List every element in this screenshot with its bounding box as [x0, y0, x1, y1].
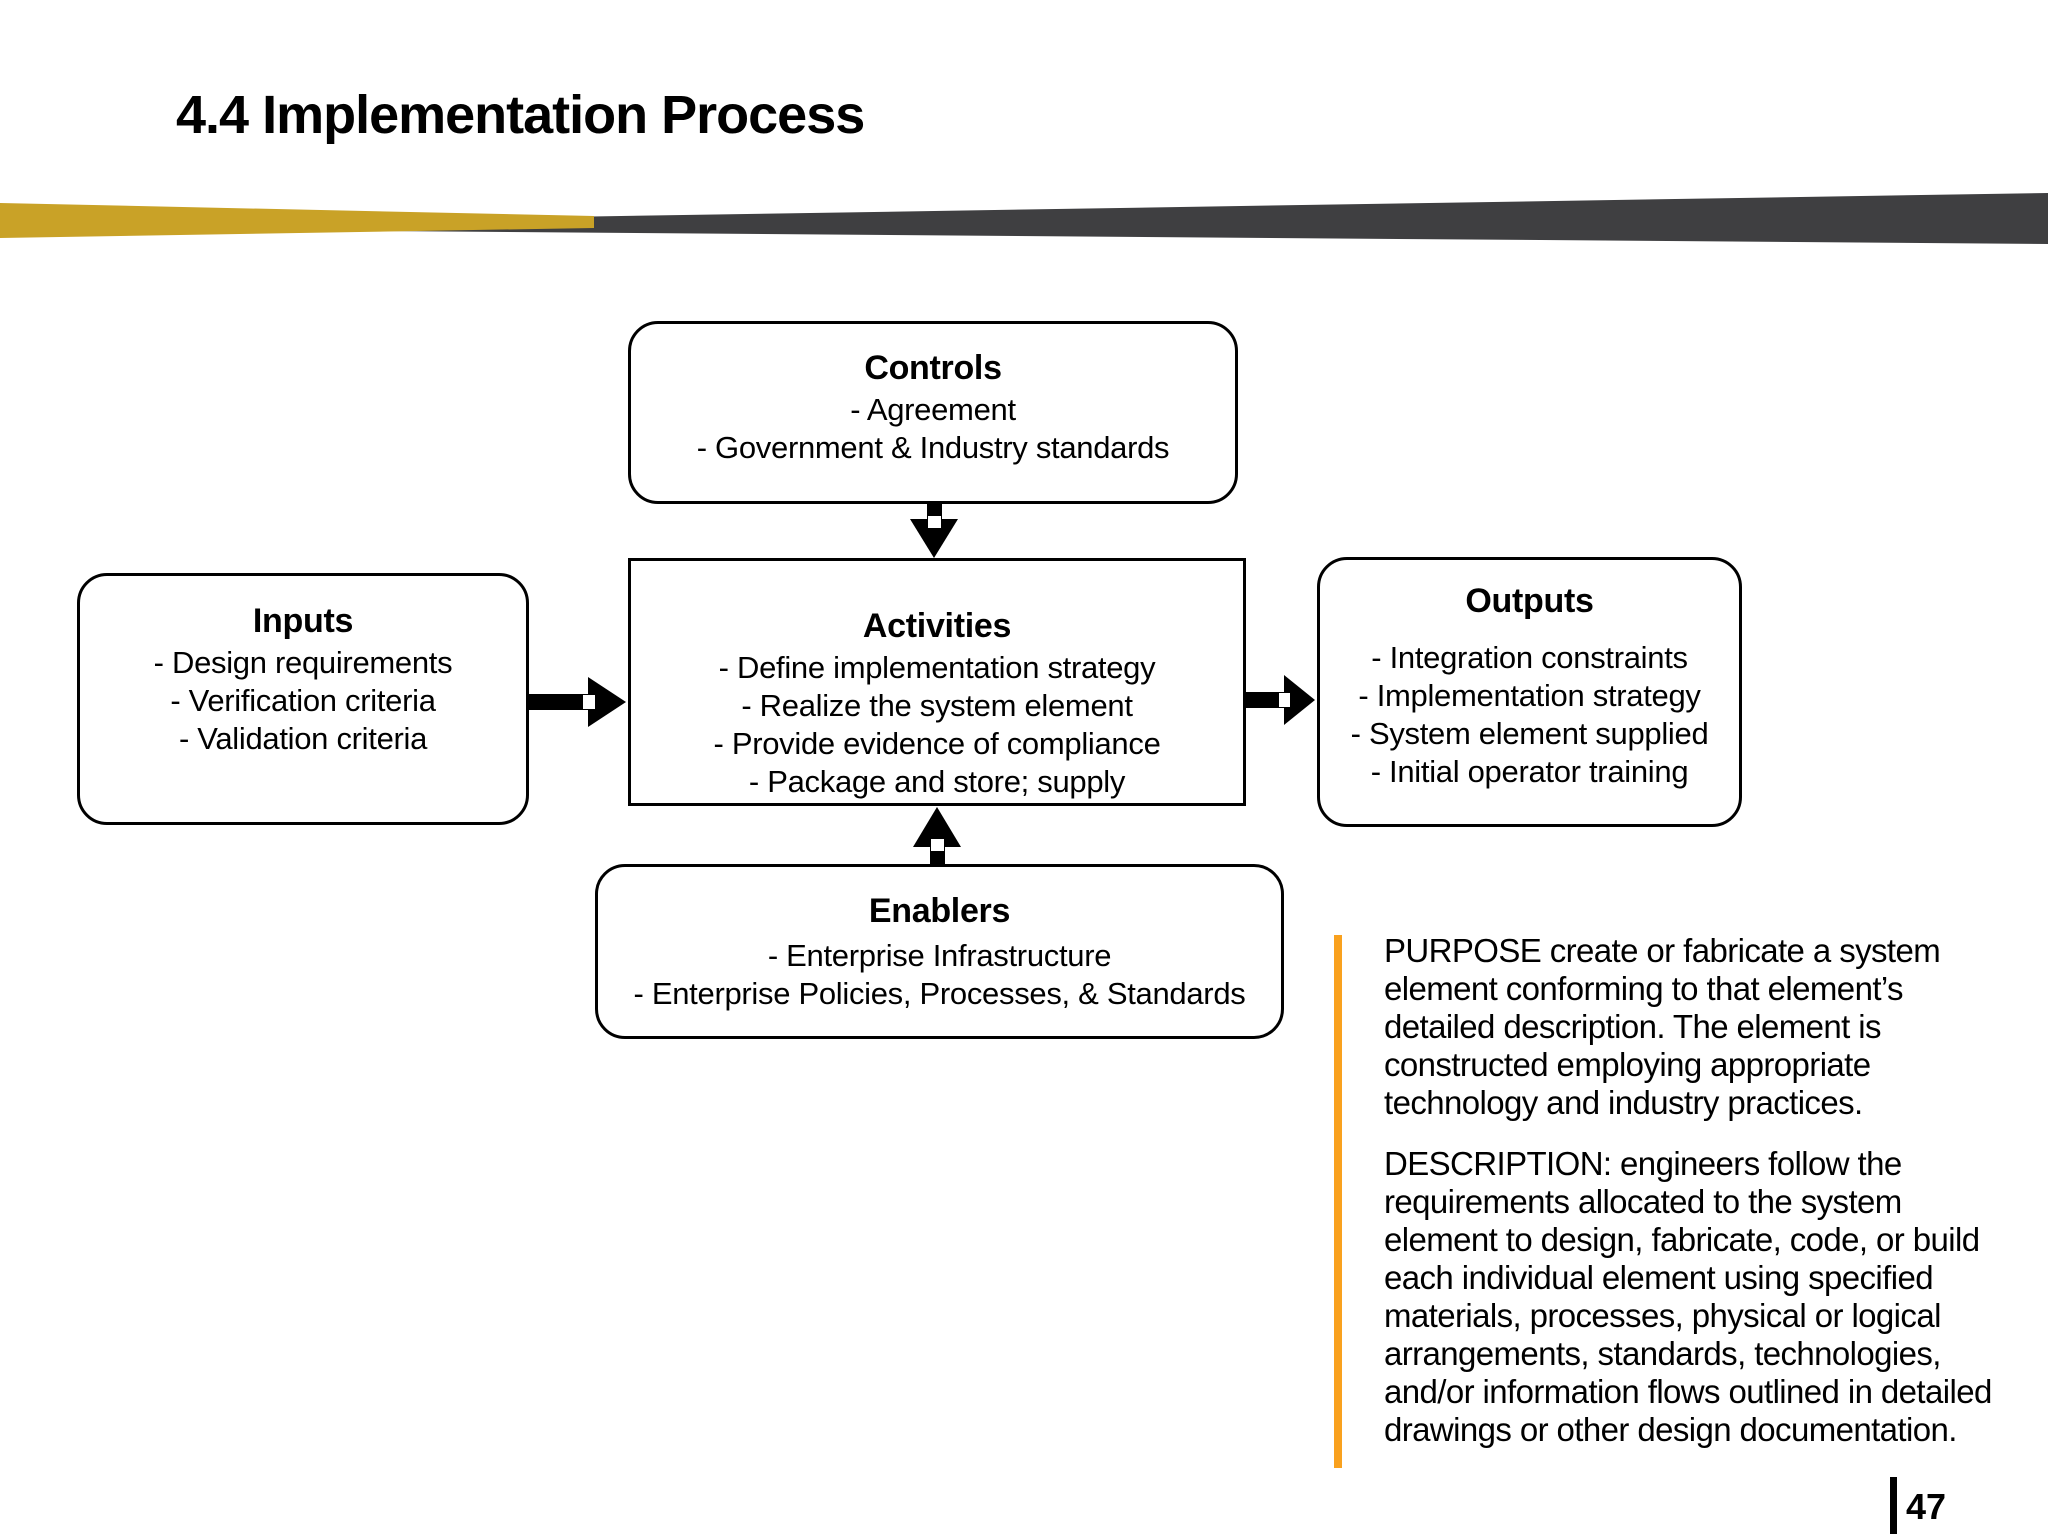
outputs-box: Outputs - Integration constraints - Impl…	[1317, 557, 1742, 827]
arrow-down-icon	[910, 503, 958, 558]
inputs-box: Inputs - Design requirements - Verificat…	[77, 573, 529, 825]
arrow-right-icon	[528, 677, 626, 727]
arrow-right-icon	[1246, 675, 1315, 725]
enablers-box: Enablers - Enterprise Infrastructure - E…	[595, 864, 1284, 1039]
gold-wedge	[0, 203, 594, 238]
orange-accent-bar	[1334, 935, 1342, 1468]
page-title: 4.4 Implementation Process	[176, 85, 865, 145]
outputs-title: Outputs	[1465, 582, 1594, 620]
activities-title: Activities	[862, 607, 1012, 645]
outputs-items: - Integration constraints - Implementati…	[1350, 640, 1709, 789]
arrow-up-icon	[913, 807, 961, 864]
activities-items: - Define implementation strategy - Reali…	[713, 650, 1161, 799]
controls-title: Controls	[864, 349, 1002, 387]
enablers-items: - Enterprise Infrastructure - Enterprise…	[633, 938, 1246, 1011]
inputs-items: - Design requirements - Verification cri…	[153, 645, 453, 756]
controls-items: - Agreement - Government & Industry stan…	[696, 392, 1170, 465]
page-number: 47	[1906, 1486, 1947, 1527]
decorative-band	[0, 193, 2048, 244]
page-number-bar	[1890, 1477, 1897, 1534]
description-paragraph: DESCRIPTION: engineers follow the requir…	[1384, 1145, 1992, 1448]
enablers-title: Enablers	[868, 892, 1011, 930]
side-text-block: PURPOSE create or fabricate a system ele…	[1384, 932, 2024, 1449]
charcoal-wedge	[375, 193, 2048, 244]
purpose-paragraph: PURPOSE create or fabricate a system ele…	[1384, 932, 1941, 1121]
activities-box: Activities - Define implementation strat…	[628, 558, 1246, 806]
inputs-title: Inputs	[252, 602, 354, 640]
controls-box: Controls - Agreement - Government & Indu…	[628, 321, 1238, 504]
